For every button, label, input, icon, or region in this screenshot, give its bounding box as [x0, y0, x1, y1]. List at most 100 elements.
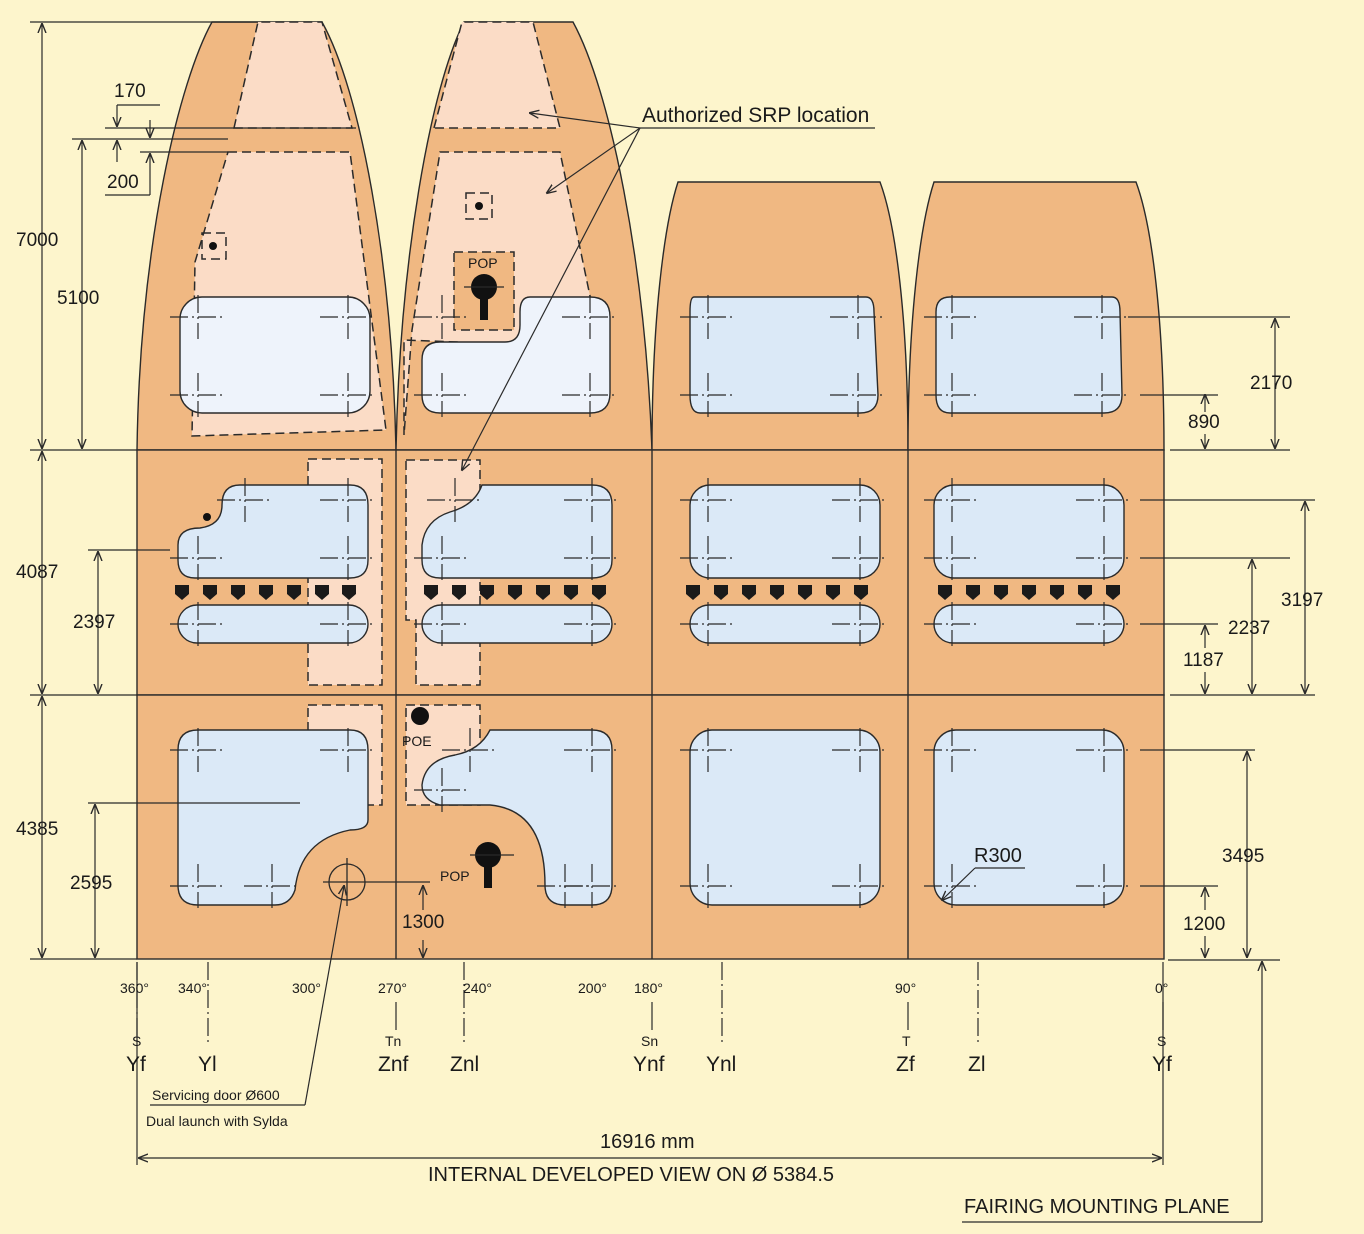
centre-mark [680, 373, 736, 417]
axis-yf: Yf [126, 1053, 146, 1076]
fixation-tab [798, 585, 812, 600]
centre-mark [320, 728, 376, 772]
centre-mark [320, 536, 376, 580]
dual-launch-label: Dual launch with Sylda [146, 1113, 288, 1129]
axis-zl: Zl [968, 1053, 986, 1076]
srp-dot [209, 242, 217, 250]
fixation-tab [742, 585, 756, 600]
fixation-tab [203, 585, 217, 600]
dimension-lines [30, 21, 1315, 1223]
fixation-tab [231, 585, 245, 600]
centre-mark [564, 602, 620, 646]
dim-1187: 1187 [1183, 650, 1224, 671]
view-title: INTERNAL DEVELOPED VIEW ON Ø 5384.5 [428, 1164, 834, 1186]
centre-mark [924, 478, 980, 522]
opening [933, 729, 1125, 906]
opening [689, 296, 879, 414]
dim-2237: 2237 [1228, 618, 1270, 639]
fixation-tab [966, 585, 980, 600]
centre-mark [320, 478, 376, 522]
axis-sub-sn: Sn [641, 1033, 658, 1049]
fixation-tab [1022, 585, 1036, 600]
dim-1200: 1200 [1183, 914, 1225, 935]
centre-mark [564, 478, 620, 522]
centre-mark [217, 478, 273, 522]
pop-label: POP [440, 868, 470, 884]
axis-znl: Znl [450, 1053, 479, 1076]
fairing-openings [177, 296, 1125, 906]
angle-200: 200° [578, 980, 607, 996]
dim-890: 890 [1188, 412, 1220, 433]
axis-sub-s: S [1157, 1033, 1166, 1049]
dim-170: 170 [114, 81, 146, 102]
centre-mark [830, 373, 886, 417]
fixation-tab [508, 585, 522, 600]
dim-4385: 4385 [16, 819, 58, 840]
axis-ticks [136, 962, 1164, 1046]
pop-label: POP [468, 255, 498, 271]
centre-mark [170, 602, 226, 646]
centre-mark [924, 728, 980, 772]
fixation-tab [714, 585, 728, 600]
centre-mark [170, 295, 226, 339]
centre-mark [832, 728, 888, 772]
fixation-tab [770, 585, 784, 600]
centre-mark [832, 536, 888, 580]
axis-yf: Yf [1152, 1053, 1172, 1076]
centre-mark [244, 864, 300, 908]
srp-dot [475, 202, 483, 210]
centre-mark [170, 728, 226, 772]
opening [421, 729, 613, 906]
opening [421, 484, 613, 579]
angle-340: 340° [178, 980, 207, 996]
centre-mark [924, 602, 980, 646]
centre-mark [562, 373, 618, 417]
servicing-door-label: Servicing door Ø600 [152, 1087, 280, 1103]
fixation-tab [287, 585, 301, 600]
centre-mark [1076, 536, 1132, 580]
total-width-label: 16916 mm [600, 1131, 695, 1153]
centre-mark [1074, 373, 1130, 417]
centre-mark [680, 478, 736, 522]
fixation-tab [315, 585, 329, 600]
centre-mark [320, 373, 376, 417]
dim-2170: 2170 [1250, 373, 1292, 394]
opening [933, 484, 1125, 579]
dim-2397: 2397 [73, 612, 115, 633]
axis-ynf: Ynf [633, 1053, 665, 1076]
opening [689, 729, 881, 906]
fixation-tab [259, 585, 273, 600]
dim-3197: 3197 [1281, 590, 1323, 611]
fixation-tab [564, 585, 578, 600]
centre-mark [564, 728, 620, 772]
axis-sub-s: S [132, 1033, 141, 1049]
fixation-tab [686, 585, 700, 600]
centre-mark [414, 602, 470, 646]
centre-mark [680, 864, 736, 908]
axis-yl: Yl [198, 1053, 217, 1076]
opening [689, 484, 881, 579]
centre-mark [832, 864, 888, 908]
centre-mark [170, 536, 226, 580]
angle-360: 360° [120, 980, 149, 996]
fixation-tab [592, 585, 606, 600]
centre-mark [1074, 295, 1130, 339]
centre-mark [924, 295, 980, 339]
dim-3495: 3495 [1222, 846, 1264, 867]
opening [179, 296, 371, 414]
centre-mark [427, 478, 483, 522]
centre-mark [1076, 602, 1132, 646]
srp-dot [203, 513, 211, 521]
axis-ynl: Ynl [706, 1053, 736, 1076]
opening [177, 729, 369, 906]
dim-2595: 2595 [70, 873, 112, 894]
centre-mark [562, 295, 618, 339]
dim-200: 200 [107, 172, 139, 193]
fixation-tab [424, 585, 438, 600]
fixation-tab [452, 585, 466, 600]
angle-0: 0° [1155, 980, 1168, 996]
centre-mark [170, 864, 226, 908]
fixation-tabs [175, 585, 1120, 600]
centre-mark [830, 295, 886, 339]
